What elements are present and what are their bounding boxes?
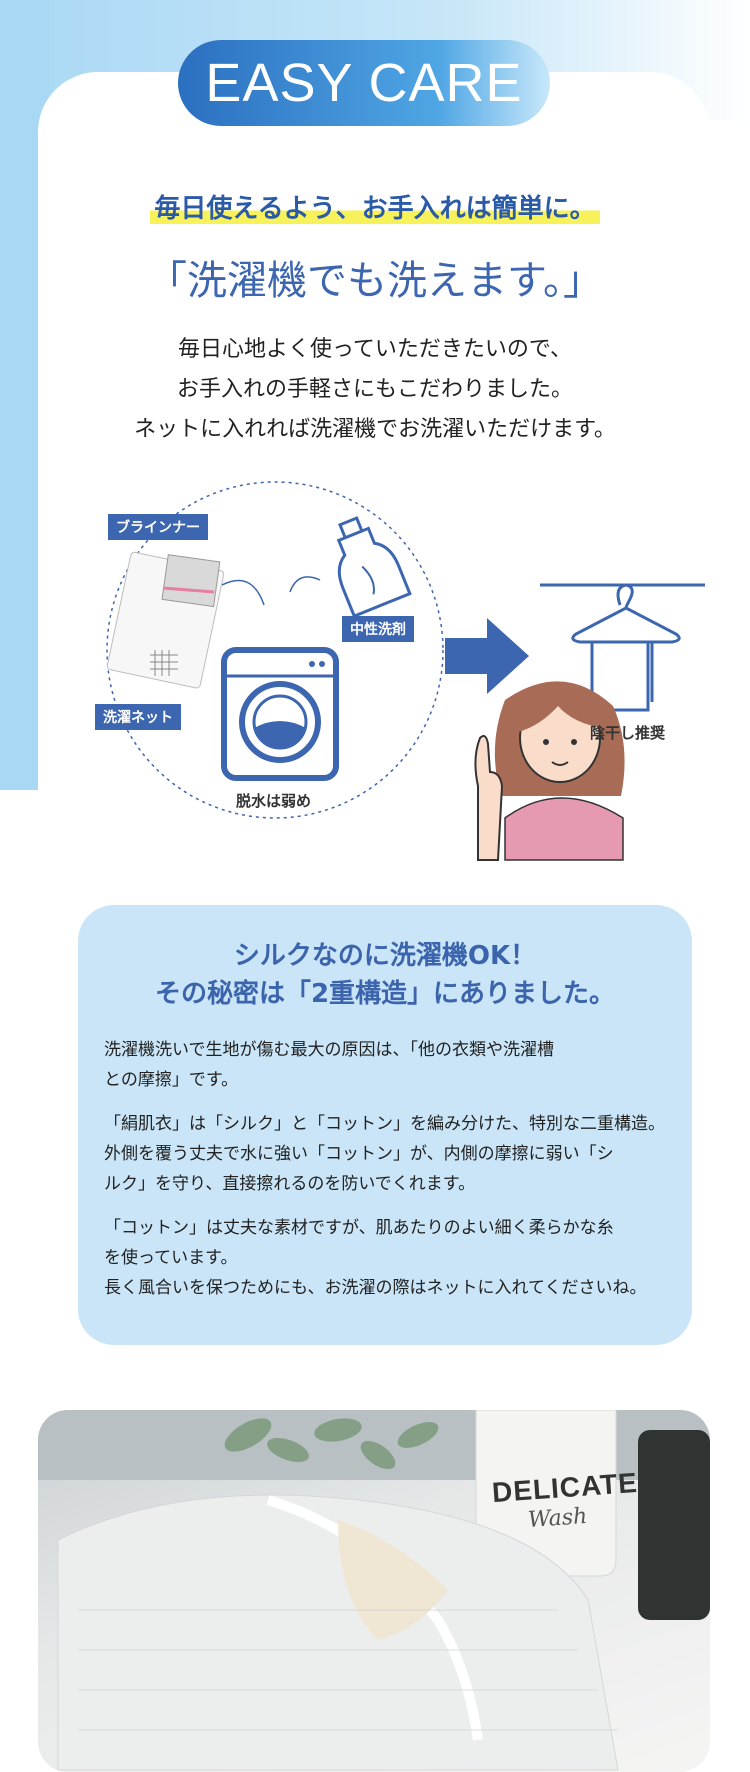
label-net: 洗濯ネット (95, 704, 181, 730)
arrow-right-icon (445, 618, 529, 694)
intro-line: 毎日心地よく使っていただきたいので、 (177, 337, 573, 362)
label-brainer: ブラインナー (108, 514, 208, 540)
easy-care-badge: EASY CARE (178, 40, 550, 126)
intro-text: 毎日心地よく使っていただきたいので、 お手入れの手軽さにもこだわりました。 ネッ… (0, 330, 750, 450)
highlight-subtitle: 毎日使えるよう、お手入れは簡単に。 (0, 188, 750, 225)
dotted-circle (106, 481, 444, 819)
swirl-arrow-icon (289, 576, 321, 593)
laundry-net-photo (38, 1410, 710, 1771)
intro-line: ネットに入れれば洗濯機でお洗濯いただけます。 (134, 417, 616, 442)
page-title: 「洗濯機でも洗えます。」 (147, 258, 603, 304)
brainer-bag-icon (106, 551, 225, 689)
info-title: シルクなのに洗濯機OK！ その秘密は「2重構造」にありました。 (154, 941, 616, 1009)
woman-pointing-illustration (474, 681, 625, 861)
intro-line: お手入れの手軽さにもこだわりました。 (176, 377, 573, 402)
label-shade-dry: 陰干し推奨 (590, 724, 666, 742)
care-diagram: ブラインナー 中性洗剤 洗濯ネット 脱水は弱め 陰干し推奨 (0, 470, 750, 910)
bottle-sub-text: Wash (527, 1503, 589, 1534)
swirl-arrow-icon (221, 579, 265, 606)
label-detergent: 中性洗剤 (342, 616, 414, 642)
info-paragraph: 「絹肌衣」は「シルク」と「コットン」を編み分けた、特別な二重構造。 外側を覆う丈… (104, 1114, 665, 1194)
washing-machine-icon (221, 647, 339, 781)
info-body: 洗濯機洗いで生地が傷む最大の原因は、「他の衣類や洗濯槽 との摩擦」です。 「絹肌… (104, 1035, 674, 1317)
care-diagram-graphic (106, 481, 705, 861)
info-box: シルクなのに洗濯機OK！ その秘密は「2重構造」にありました。 洗濯機洗いで生地… (78, 905, 692, 1345)
label-spin: 脱水は弱め (236, 792, 312, 810)
info-paragraph: 「コットン」は丈夫な素材ですが、肌あたりのよい細く柔らかな糸 を使っています。 … (104, 1218, 647, 1298)
info-paragraph: 洗濯機洗いで生地が傷む最大の原因は、「他の衣類や洗濯槽 との摩擦」です。 (104, 1040, 554, 1090)
detergent-bottle-icon (336, 516, 412, 619)
product-photo: DELICATE Wash (38, 1410, 710, 1772)
